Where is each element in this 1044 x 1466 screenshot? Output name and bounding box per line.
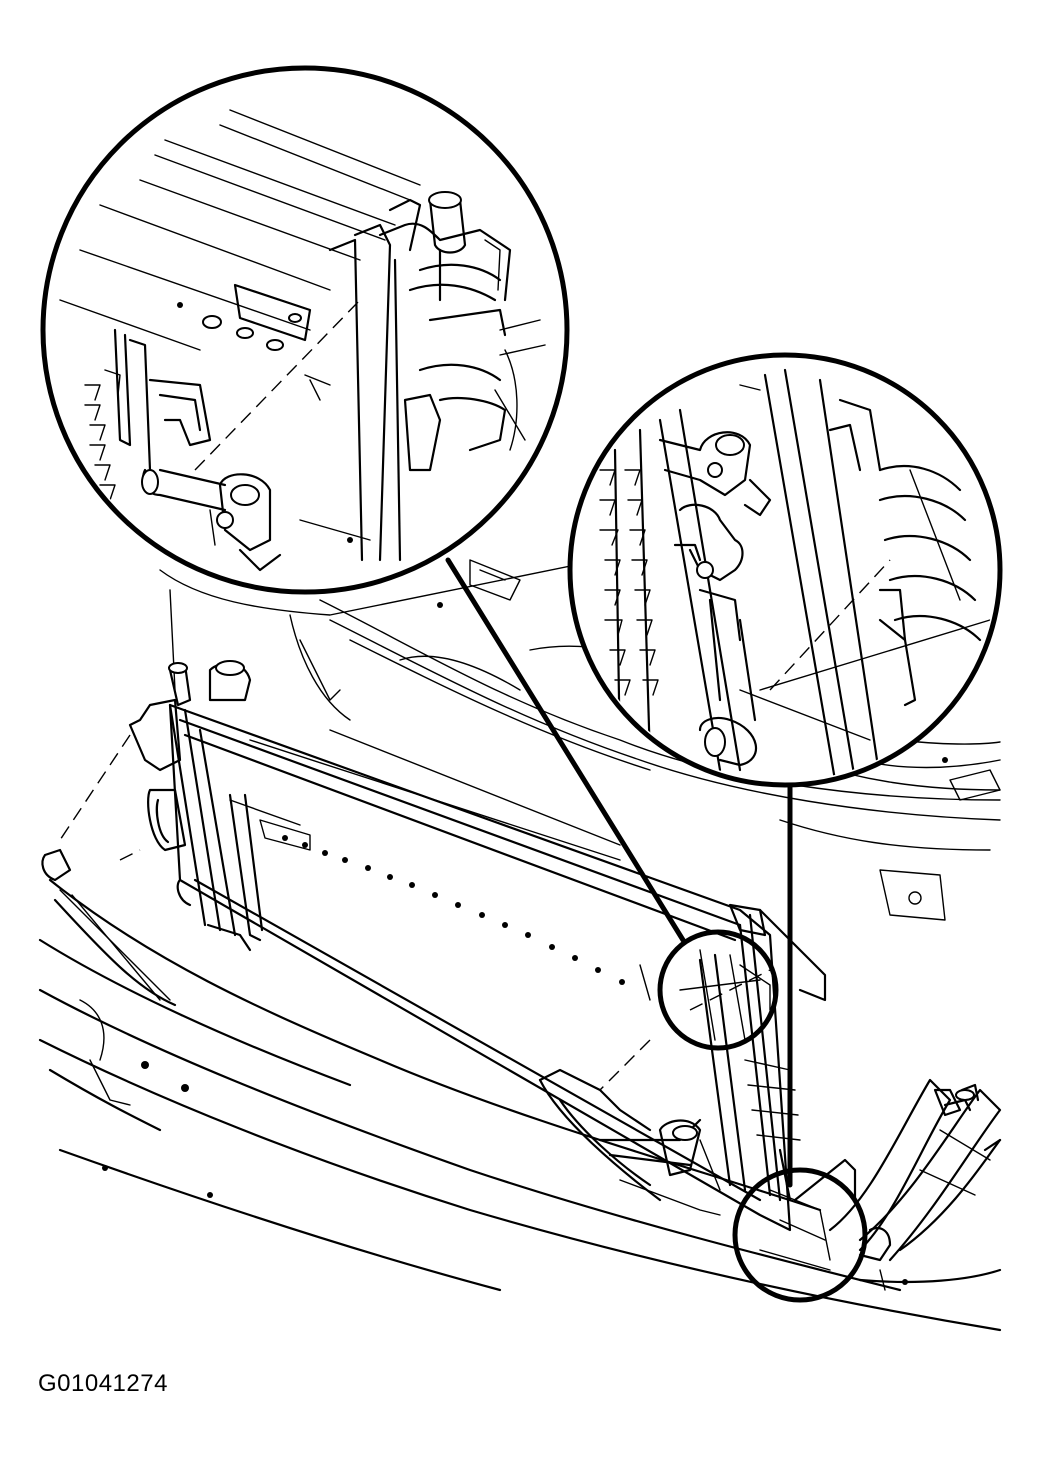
condenser: [128, 660, 857, 1232]
bumper-fascia: [38, 848, 1002, 1332]
small-callouts: [657, 929, 868, 1303]
leader-lines: [445, 557, 793, 1188]
upper-callout-leader: [445, 557, 686, 943]
figure-id-label: G01041274: [38, 1370, 168, 1397]
right-detail-callout: [567, 352, 1003, 788]
refrigerant-hose-assembly: [828, 1078, 1002, 1291]
lower-attachment-callout-circle: [732, 1167, 868, 1303]
upper-attachment-callout-circle: [657, 929, 779, 1051]
upper-left-detail-callout: [40, 65, 570, 595]
